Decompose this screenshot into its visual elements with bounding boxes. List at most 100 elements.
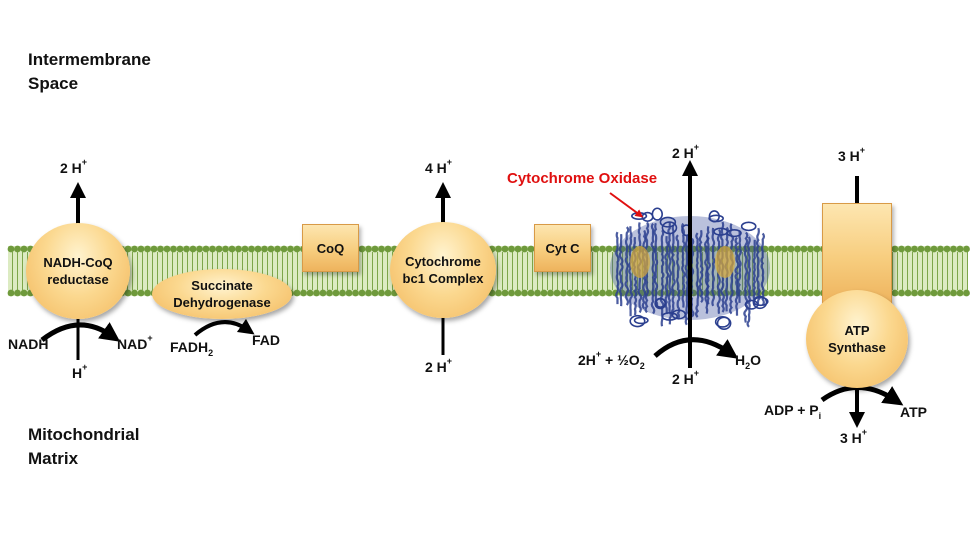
lipid-head xyxy=(157,245,164,253)
complex1-out-protons: 2 H+ xyxy=(60,157,87,176)
lipid-head xyxy=(950,289,957,297)
lipid-head xyxy=(566,289,574,297)
complex1-in-text: H xyxy=(72,365,83,381)
lipid-head xyxy=(807,289,814,297)
lipid-head xyxy=(924,245,931,253)
oxidase-helix xyxy=(667,222,673,325)
plus-sup: + xyxy=(82,362,88,372)
adp-label: ADP + Pi xyxy=(764,402,822,421)
atp-synthase-label-line1: ATP xyxy=(844,323,870,338)
lipid-head xyxy=(514,245,522,253)
nadh-label: NADH xyxy=(8,336,49,352)
fadh-text: FADH xyxy=(170,339,209,355)
oxidase-loop xyxy=(713,227,729,236)
fad-label: FAD xyxy=(252,332,280,348)
oxidase-loop xyxy=(671,309,687,320)
oxidase-helix xyxy=(706,226,711,305)
lipid-head xyxy=(280,245,288,253)
succinate-label-line1: Succinate xyxy=(191,278,253,293)
water-h-text: H xyxy=(735,352,746,368)
lipid-head xyxy=(813,289,821,297)
lipid-head xyxy=(495,289,502,297)
lipid-head xyxy=(521,289,528,297)
lipid-head xyxy=(352,289,359,297)
lipid-head xyxy=(592,289,600,297)
lipid-head xyxy=(800,245,808,253)
adp-text: ADP + P xyxy=(764,402,819,418)
lipid-head xyxy=(937,245,944,253)
plus-sup: + xyxy=(595,349,602,359)
plus-sup: + xyxy=(693,368,700,378)
lipid-head xyxy=(950,245,957,253)
lipid-head xyxy=(501,289,509,297)
lipid-head xyxy=(384,245,392,253)
lipid-head xyxy=(501,245,509,253)
lipid-head xyxy=(943,245,951,253)
lipid-head xyxy=(137,245,145,253)
oxidase-loop xyxy=(744,299,759,310)
lipid-head xyxy=(514,289,522,297)
intermembrane-line2: Space xyxy=(28,74,79,93)
lipid-head xyxy=(963,245,970,253)
lipid-head xyxy=(14,289,21,297)
lipid-head xyxy=(124,289,132,297)
complex1-out-text: 2 H xyxy=(60,160,82,176)
lipid-head xyxy=(371,289,379,297)
oxygen-mid-text: + ½O xyxy=(601,352,640,368)
lipid-head xyxy=(898,245,905,253)
lipid-head xyxy=(911,245,918,253)
atp-synthase-in-protons: 3 H+ xyxy=(840,427,867,446)
succinate-label-line2: Dehydrogenase xyxy=(173,295,271,310)
complex3-out-protons: 4 H+ xyxy=(425,157,452,176)
lipid-head xyxy=(527,289,535,297)
lipid-head xyxy=(163,245,171,253)
oxidase-helix xyxy=(736,230,742,303)
complex4-in-text: 2 H xyxy=(672,371,694,387)
lipid-head xyxy=(274,245,281,253)
lipid-head xyxy=(170,245,177,253)
oxidase-loop xyxy=(661,221,678,235)
oxidase-helix xyxy=(670,224,676,316)
lipid-head xyxy=(189,245,197,253)
atp-out-text: 3 H xyxy=(838,148,860,164)
lipid-head xyxy=(306,289,314,297)
lipid-head xyxy=(358,245,366,253)
lipid-head xyxy=(813,245,821,253)
matrix-line1: Mitochondrial xyxy=(28,425,140,444)
nadh-coq-label-line2: reductase xyxy=(47,272,109,287)
lipid-head xyxy=(911,289,918,297)
lipid-head xyxy=(384,289,392,297)
lipid-head xyxy=(131,245,138,253)
lipid-head xyxy=(137,289,145,297)
oxidase-pointer-arrow xyxy=(609,192,644,218)
adp-subscript: i xyxy=(818,411,822,421)
lipid-head xyxy=(326,289,333,297)
lipid-head xyxy=(605,245,613,253)
oxidase-helix xyxy=(760,232,766,307)
atp-in-text: 3 H xyxy=(840,430,862,446)
lipid-head xyxy=(534,289,541,297)
lipid-head xyxy=(774,245,782,253)
lipid-head xyxy=(579,289,587,297)
lipid-head xyxy=(781,289,788,297)
cytochrome-oxidase-label: Cytochrome Oxidase xyxy=(507,170,658,187)
lipid-head xyxy=(267,245,275,253)
oxidase-loop xyxy=(716,316,732,330)
lipid-head xyxy=(319,289,327,297)
intermembrane-line1: Intermembrane xyxy=(28,50,151,69)
lipid-head xyxy=(14,245,21,253)
oxidase-helix xyxy=(711,227,716,307)
lipid-head xyxy=(891,245,899,253)
lipid-head xyxy=(891,289,899,297)
oxidase-helix xyxy=(684,234,689,326)
lipid-head xyxy=(202,245,210,253)
oxidase-loop xyxy=(654,297,667,310)
fadh2-reaction-arrow xyxy=(193,318,255,337)
oxygen-subscript: 2 xyxy=(639,361,645,371)
nadh-coq-label-line1: NADH-CoQ xyxy=(43,255,113,270)
atp-synthase-label-line2: Synthase xyxy=(828,340,886,355)
lipid-head xyxy=(781,245,788,253)
oxidase-loop xyxy=(661,311,678,321)
